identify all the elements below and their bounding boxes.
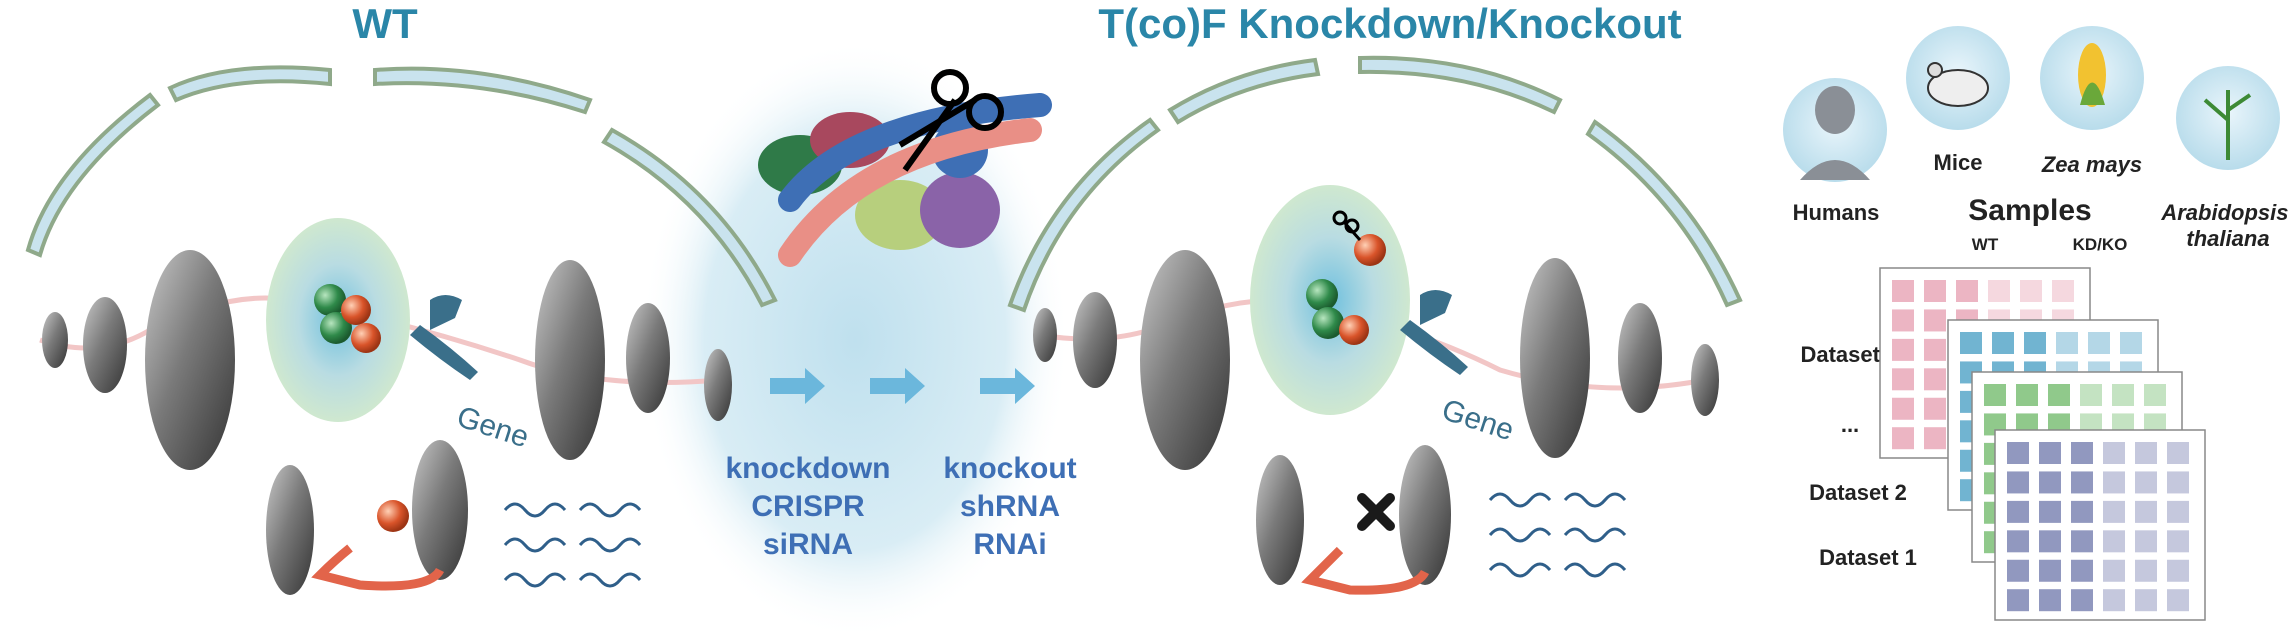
kd-rna-transcripts xyxy=(1488,492,1627,578)
wt-gene-label: Gene xyxy=(453,400,533,454)
wt-gene-flag xyxy=(410,295,478,380)
process-arrows xyxy=(770,368,1035,404)
kd-scissors-icon xyxy=(1332,210,1362,241)
method-sirna: siRNA xyxy=(763,528,853,561)
wt-panel: Gene WT xyxy=(25,0,778,595)
samples-col-wt: WT xyxy=(1972,235,1999,254)
center-section: knockdown CRISPR siRNA knockout shRNA RN… xyxy=(725,69,1077,561)
kd-enhancer-loop xyxy=(1301,546,1430,595)
protein-cluster xyxy=(758,93,1052,267)
methods-right: knockout shRNA RNAi xyxy=(943,452,1076,561)
kd-arch xyxy=(1007,55,1743,313)
grid-dataset-1 xyxy=(1994,429,2206,621)
organism-arabidopsis: Arabidopsis thaliana xyxy=(2160,200,2291,251)
organism-humans: Humans xyxy=(1793,200,1880,225)
kd-gene-label: Gene xyxy=(1438,393,1518,447)
dataset-grids xyxy=(1879,267,2206,621)
kd-panel: Gene T(co)F Knockdown/Knockout xyxy=(1007,0,1743,595)
kd-tf-complex xyxy=(1306,234,1386,345)
methods-left: knockdown CRISPR siRNA xyxy=(725,452,890,561)
wt-title: WT xyxy=(352,0,418,47)
method-knockout: knockout xyxy=(943,452,1076,485)
organism-mice: Mice xyxy=(1934,150,1983,175)
wt-enhancer-tf xyxy=(377,500,409,532)
kd-title: T(co)F Knockdown/Knockout xyxy=(1098,0,1681,47)
method-rnai: RNAi xyxy=(973,528,1046,561)
samples-title: Samples xyxy=(1968,194,2091,227)
method-shrna: shRNA xyxy=(960,490,1060,523)
organisms: Humans Mice Zea mays Arabidopsis thalian… xyxy=(1783,26,2291,251)
dataset-2-label: Dataset 2 xyxy=(1809,480,1907,505)
dataset-dots: ... xyxy=(1841,412,1859,437)
organism-zea-mays: Zea mays xyxy=(2041,152,2142,177)
wt-rna-transcripts xyxy=(503,502,642,588)
method-crispr: CRISPR xyxy=(751,490,865,523)
wt-arch xyxy=(25,65,778,308)
kd-nucleosomes xyxy=(1033,250,1719,585)
method-knockdown: knockdown xyxy=(725,452,890,485)
dataset-1-label: Dataset 1 xyxy=(1819,545,1917,570)
kd-gene-flag xyxy=(1400,290,1468,375)
wt-tf-complex xyxy=(314,284,381,353)
samples-header: Samples WT KD/KO xyxy=(1968,194,2127,254)
scissors-icon xyxy=(898,69,1004,172)
blocked-x-icon xyxy=(1357,493,1395,531)
wt-nucleosomes xyxy=(42,250,732,595)
wt-enhancer-loop xyxy=(311,544,445,591)
samples-col-kd: KD/KO xyxy=(2073,235,2128,254)
